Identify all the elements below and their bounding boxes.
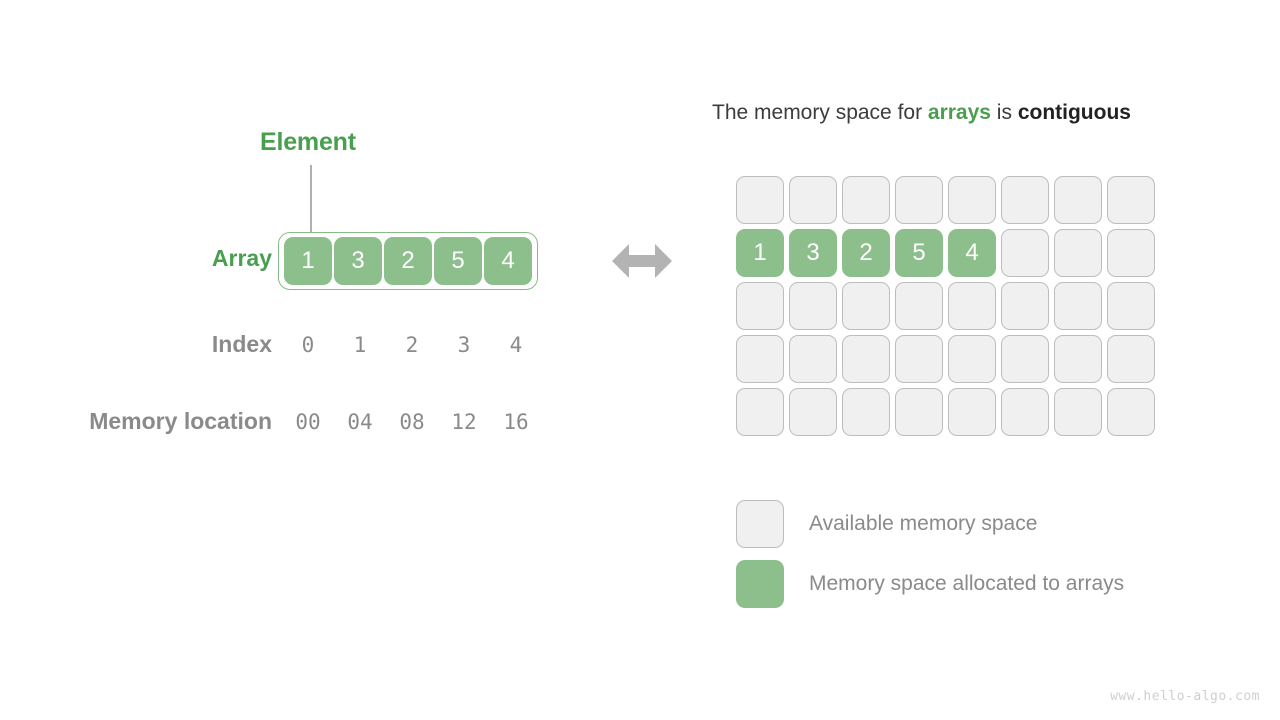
memory-title-middle: is	[990, 101, 1018, 124]
memory-cell-allocated: 4	[948, 229, 996, 277]
array-container: 1 3 2 5 4	[278, 232, 538, 290]
memory-cell-free	[842, 282, 890, 330]
memory-cell-free	[948, 282, 996, 330]
memory-cell-free	[1001, 282, 1049, 330]
legend-swatch-allocated	[736, 560, 784, 608]
memory-cell-free	[1054, 282, 1102, 330]
array-row-label: Array	[211, 245, 272, 271]
memory-location-value: 12	[451, 410, 477, 434]
memory-cell-free	[789, 335, 837, 383]
memory-cell-free	[736, 335, 784, 383]
memory-cell-free	[842, 335, 890, 383]
memory-cell-free	[789, 282, 837, 330]
legend-label: Memory space allocated to arrays	[809, 572, 1125, 595]
index-value: 3	[457, 333, 471, 357]
legend-row: Memory space allocated to arrays	[736, 554, 1124, 614]
array-cell: 2	[384, 237, 432, 285]
watermark: www.hello-algo.com	[1110, 689, 1260, 704]
memory-cell-free	[948, 176, 996, 224]
memory-cell-free	[1001, 388, 1049, 436]
memory-cell-free	[948, 335, 996, 383]
legend-row: Available memory space	[736, 494, 1124, 554]
memory-cell-free	[1107, 282, 1155, 330]
memory-cell-free	[1054, 229, 1102, 277]
memory-cell-free	[1001, 176, 1049, 224]
memory-location-row-label: Memory location	[89, 408, 272, 434]
memory-cell-free	[895, 388, 943, 436]
memory-cell-allocated: 1	[736, 229, 784, 277]
memory-cell-free	[895, 176, 943, 224]
memory-cell-free	[1107, 335, 1155, 383]
memory-location-value: 16	[503, 410, 529, 434]
memory-cell-free	[1107, 176, 1155, 224]
index-value: 4	[509, 333, 523, 357]
memory-title-lead: The memory space for	[712, 101, 928, 124]
memory-cell-free	[895, 335, 943, 383]
legend: Available memory space Memory space allo…	[736, 494, 1124, 614]
memory-cell-free	[1107, 229, 1155, 277]
index-value: 1	[353, 333, 367, 357]
double-arrow-icon	[612, 244, 672, 278]
memory-cell-free	[842, 388, 890, 436]
memory-cell-free	[789, 176, 837, 224]
memory-cell-free	[895, 282, 943, 330]
memory-cell-free	[736, 388, 784, 436]
memory-cell-free	[842, 176, 890, 224]
array-concept-panel: Element Array Index Memory location 1 3 …	[0, 0, 600, 720]
memory-title: The memory space for arrays is contiguou…	[712, 101, 1131, 125]
memory-cell-free	[736, 282, 784, 330]
legend-swatch-free	[736, 500, 784, 548]
element-label: Element	[260, 128, 356, 156]
memory-location-values-row: 00 04 08 12 16	[283, 410, 541, 434]
memory-cell-free	[736, 176, 784, 224]
memory-location-value: 08	[399, 410, 425, 434]
array-cell: 5	[434, 237, 482, 285]
memory-layout-panel: The memory space for arrays is contiguou…	[700, 0, 1280, 720]
memory-cell-free	[1054, 335, 1102, 383]
memory-title-strong: contiguous	[1017, 101, 1131, 124]
index-value: 2	[405, 333, 419, 357]
legend-label: Available memory space	[809, 512, 1038, 535]
memory-location-value: 04	[347, 410, 373, 434]
memory-cell-free	[1001, 335, 1049, 383]
memory-cell-free	[948, 388, 996, 436]
memory-cell-allocated: 3	[789, 229, 837, 277]
memory-title-accent: arrays	[927, 101, 991, 124]
index-values-row: 0 1 2 3 4	[283, 333, 541, 357]
array-cell: 3	[334, 237, 382, 285]
memory-cell-allocated: 2	[842, 229, 890, 277]
element-leader-line	[310, 165, 312, 235]
array-cell: 1	[284, 237, 332, 285]
memory-cell-free	[1054, 176, 1102, 224]
memory-location-value: 00	[295, 410, 321, 434]
memory-cell-free	[1107, 388, 1155, 436]
array-cell: 4	[484, 237, 532, 285]
memory-cell-allocated: 5	[895, 229, 943, 277]
index-row-label: Index	[211, 331, 272, 357]
memory-cell-free	[1001, 229, 1049, 277]
memory-cell-free	[1054, 388, 1102, 436]
memory-cell-free	[789, 388, 837, 436]
index-value: 0	[301, 333, 315, 357]
